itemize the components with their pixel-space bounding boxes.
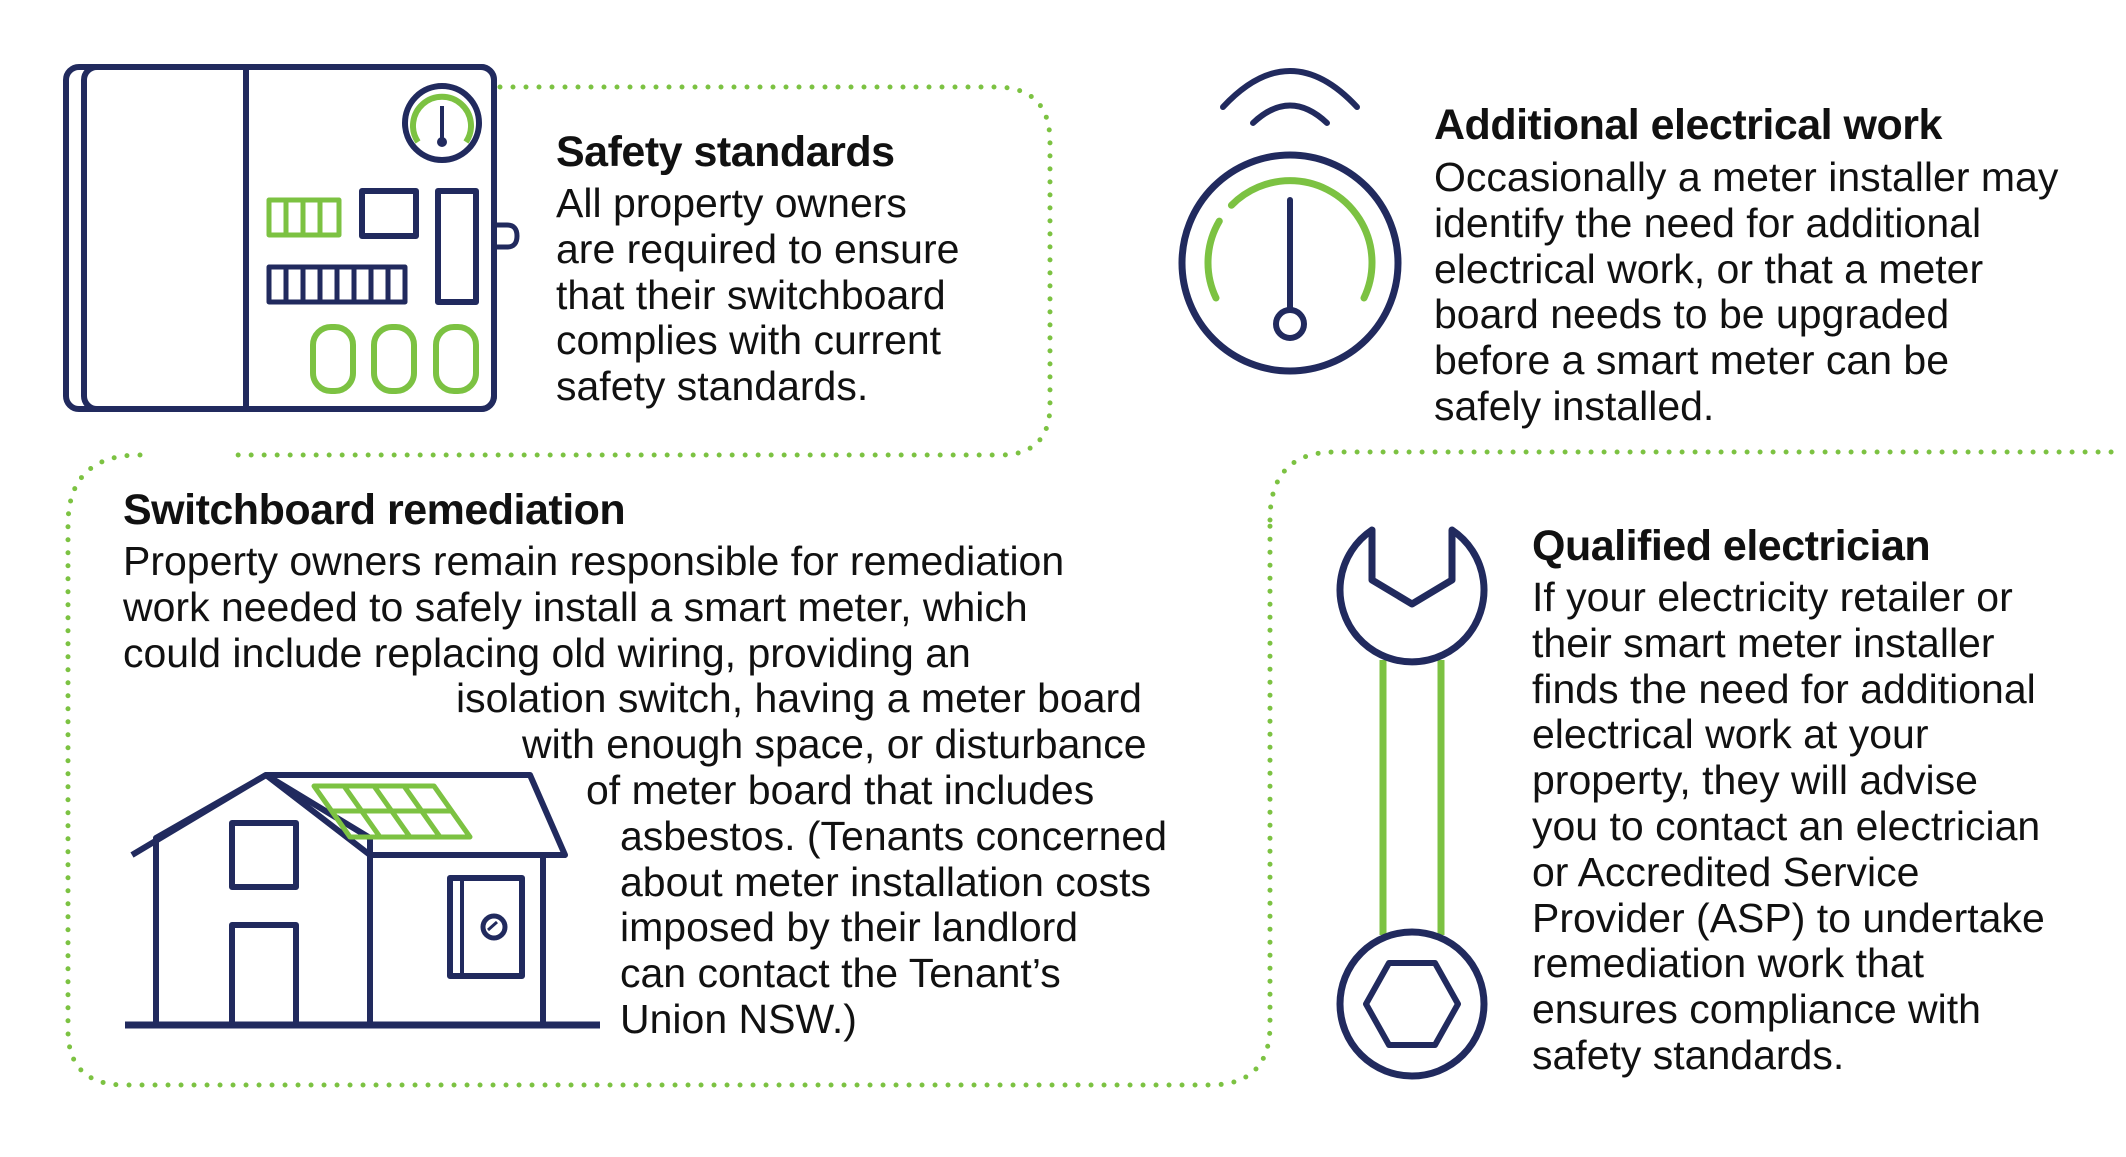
electrician-line: or Accredited Service <box>1532 848 1920 895</box>
electrician-line: you to contact an electrician <box>1532 802 2041 849</box>
electrician-line: ensures compliance with <box>1532 986 1981 1033</box>
electrician-line: electrical work at your <box>1532 711 1929 758</box>
safety-standards-line: All property owners <box>556 180 907 226</box>
safety-standards-line: complies with current <box>556 317 942 364</box>
additional-work-line: electrical work, or that a meter <box>1434 245 1984 292</box>
electrician-line: safety standards. <box>1532 1031 1845 1078</box>
electrician-title: Qualified electrician <box>1532 522 1931 570</box>
remediation-line: could include replacing old wiring, prov… <box>123 629 971 676</box>
remediation-line: isolation switch, having a meter board <box>456 675 1142 722</box>
remediation-line: asbestos. (Tenants concerned <box>620 812 1167 859</box>
wrench-icon <box>1336 526 1488 1080</box>
electrician-line: finds the need for additional <box>1532 665 2036 712</box>
remediation-title: Switchboard remediation <box>123 486 626 534</box>
remediation-text: Property owners remain responsible for r… <box>0 538 1220 1043</box>
additional-work-title: Additional electrical work <box>1434 101 1942 149</box>
additional-work-line: board needs to be upgraded <box>1434 291 1950 338</box>
safety-standards-line: that their switchboard <box>556 271 946 318</box>
additional-work-line: Occasionally a meter installer may <box>1434 154 2059 200</box>
meter-gauge-icon <box>1178 68 1402 375</box>
dotted-frame-electrician <box>1267 449 2126 523</box>
electrician-line: If your electricity retailer or <box>1532 574 2013 620</box>
remediation-line: imposed by their landlord <box>620 904 1079 951</box>
electrician-line: remediation work that <box>1532 940 1924 987</box>
remediation-line: of meter board that includes <box>586 766 1095 813</box>
switchboard-icon <box>63 64 520 412</box>
remediation-line: about meter installation costs <box>620 858 1151 905</box>
dotted-frame-remediation <box>65 452 1273 1088</box>
electrician-line: their smart meter installer <box>1532 619 1995 666</box>
safety-standards-line: are required to ensure <box>556 225 960 272</box>
safety-standards-text: All property owners are required to ensu… <box>556 180 960 410</box>
dotted-frame-safety <box>227 84 1053 458</box>
electrician-line: property, they will advise <box>1532 757 1978 804</box>
additional-work-line: before a smart meter can be <box>1434 337 1950 384</box>
house-with-solar-icon <box>125 772 600 1029</box>
additional-work-line: identify the need for additional <box>1434 199 1982 246</box>
remediation-line: with enough space, or disturbance <box>522 721 1147 768</box>
safety-standards-title: Safety standards <box>556 128 895 176</box>
safety-standards-line: safety standards. <box>556 363 869 410</box>
remediation-line: Property owners remain responsible for r… <box>123 538 1065 584</box>
additional-work-text: Occasionally a meter installer may ident… <box>1434 154 2059 430</box>
remediation-line: Union NSW.) <box>620 995 857 1042</box>
electrician-text: If your electricity retailer or their sm… <box>1532 574 2045 1079</box>
remediation-line: can contact the Tenant’s <box>620 950 1061 997</box>
additional-work-line: safely installed. <box>1434 382 1715 429</box>
electrician-line: Provider (ASP) to undertake <box>1532 894 2045 941</box>
remediation-line: work needed to safely install a smart me… <box>123 583 1028 630</box>
